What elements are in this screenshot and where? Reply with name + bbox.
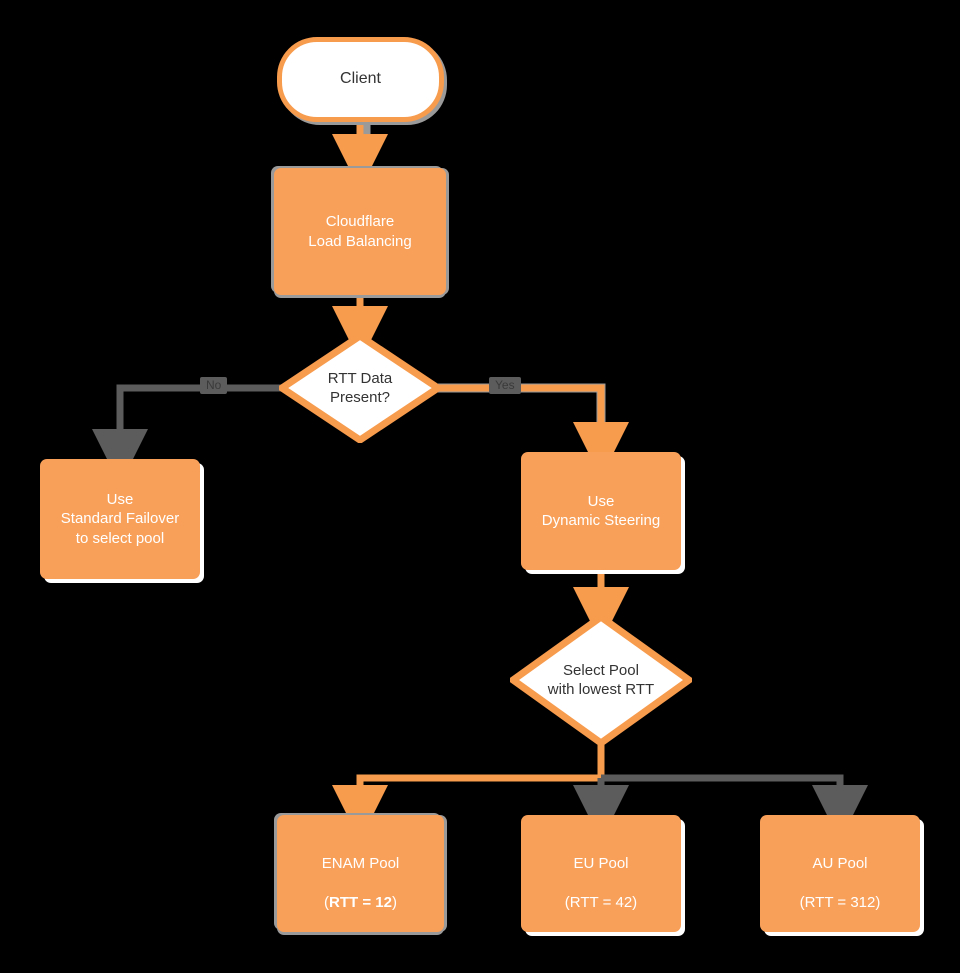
node-eu-pool-rtt: (RTT = 42) — [564, 894, 638, 911]
node-au-pool-title: AU Pool — [812, 855, 868, 872]
node-enam-pool-rtt-open: ( — [324, 894, 330, 911]
edge-select-pool-to-enam-pool — [332, 745, 605, 841]
node-rtt-data-present-label: RTT Data Present? — [327, 369, 393, 407]
node-cloudflare-load-balancing[interactable]: Cloudflare Load Balancing — [274, 168, 446, 295]
node-dynamic-steering-label: Use Dynamic Steering — [541, 492, 661, 530]
node-rtt-data-present[interactable]: RTT Data Present? — [279, 333, 441, 443]
node-enam-pool-label: ENAM Pool (RTT = 12) — [322, 835, 400, 913]
node-au-pool-label: AU Pool (RTT = 312) — [800, 835, 881, 913]
node-enam-pool-rtt-close: ) — [391, 894, 397, 911]
node-enam-pool-title: ENAM Pool — [321, 855, 400, 872]
node-client-label: Client — [340, 70, 381, 88]
edge-label-yes: Yes — [489, 377, 521, 395]
node-standard-failover-label: Use Standard Failover to select pool — [60, 490, 180, 547]
edge-select-pool-to-au-pool — [601, 774, 868, 841]
edge-rtt-decision-no-to-standard-failover — [92, 384, 282, 485]
diamond-shape — [279, 333, 441, 443]
node-eu-pool-label: EU Pool (RTT = 42) — [565, 835, 637, 913]
node-eu-pool-title: EU Pool — [573, 855, 629, 872]
diamond-shape — [510, 614, 692, 746]
node-au-pool[interactable]: AU Pool (RTT = 312) — [760, 815, 920, 932]
node-dynamic-steering[interactable]: Use Dynamic Steering — [521, 452, 681, 570]
node-client[interactable]: Client — [277, 37, 444, 122]
node-select-pool-lowest-rtt[interactable]: Select Pool with lowest RTT — [510, 614, 692, 746]
edge-label-no: No — [200, 377, 228, 395]
node-enam-pool[interactable]: ENAM Pool (RTT = 12) — [277, 815, 444, 932]
node-enam-pool-rtt-value: RTT = 12 — [329, 894, 392, 911]
node-cloudflare-load-balancing-label: Cloudflare Load Balancing — [308, 213, 412, 250]
edge-client-to-load-balancing — [332, 124, 388, 190]
node-standard-failover[interactable]: Use Standard Failover to select pool — [40, 459, 200, 579]
node-select-pool-lowest-rtt-label: Select Pool with lowest RTT — [547, 661, 655, 699]
node-eu-pool[interactable]: EU Pool (RTT = 42) — [521, 815, 681, 932]
node-au-pool-rtt: (RTT = 312) — [799, 894, 881, 911]
edge-rtt-decision-yes-to-dynamic-steering — [438, 383, 629, 478]
